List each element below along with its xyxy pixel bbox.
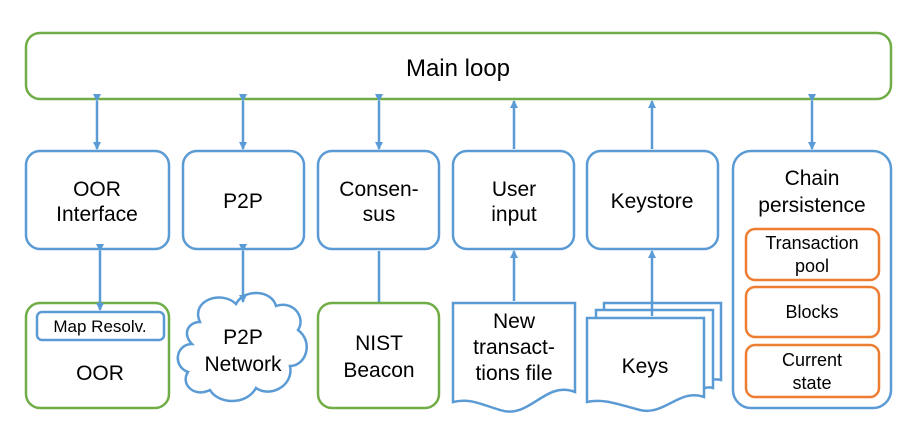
oor-interface-label-line-2: Interface xyxy=(56,203,138,226)
current-state-box xyxy=(744,343,881,399)
main-loop-box xyxy=(24,31,893,101)
cloud-shape xyxy=(176,291,308,403)
map-resolver-box xyxy=(35,310,166,342)
nist-beacon-label-line-2: Beacon xyxy=(343,359,414,382)
keys-label: Keys xyxy=(622,355,669,378)
module-user-input: User input xyxy=(451,149,576,251)
current-state-label-line-1: Current xyxy=(782,350,842,370)
nist-beacon-label-line-1: NIST xyxy=(355,332,403,355)
map-resolver-label: Map Resolv. xyxy=(53,317,146,336)
external-oor: Map Resolv. OOR xyxy=(24,301,171,410)
transactions-file-label-line-1: New xyxy=(493,310,536,333)
consensus-label-line-2: sus xyxy=(363,203,396,226)
p2p-network-label-line-2: Network xyxy=(204,353,282,376)
blocks-box xyxy=(744,285,881,339)
keystore-label: Keystore xyxy=(611,190,694,213)
chain-persistence-label-line-1: Chain xyxy=(785,167,840,190)
module-keystore: Keystore xyxy=(585,149,720,251)
module-consensus: Consen- sus xyxy=(316,149,441,251)
transaction-pool-label-line-1: Transaction xyxy=(765,233,858,253)
oor-label: OOR xyxy=(76,362,124,385)
document-front xyxy=(585,316,706,413)
transactions-file-label-line-2: transact- xyxy=(473,336,555,359)
consensus-label-line-1: Consen- xyxy=(339,178,418,201)
transactions-file-label-line-3: tions file xyxy=(475,362,552,385)
transaction-pool-label-line-2: pool xyxy=(795,256,829,276)
chain-persistence-label-line-2: persistence xyxy=(758,194,865,217)
p2p-label: P2P xyxy=(223,190,263,213)
external-transactions-file: New transact- tions file xyxy=(451,301,577,413)
external-keys: Keys xyxy=(585,301,723,413)
user-input-label-line-2: input xyxy=(491,203,537,226)
user-input-label-line-1: User xyxy=(492,178,536,201)
module-chain-persistence: Chain persistence Transaction pool Block… xyxy=(731,149,893,410)
transaction-pool-box xyxy=(744,227,881,282)
blocks-label: Blocks xyxy=(785,302,838,322)
oor-interface-label-line-1: OOR xyxy=(73,178,121,201)
p2p-network-label-line-1: P2P xyxy=(223,326,263,349)
module-oor-interface: OOR Interface xyxy=(24,149,171,251)
module-p2p: P2P xyxy=(181,149,306,251)
external-p2p-network: P2P Network xyxy=(176,291,308,403)
document-shape xyxy=(451,301,577,413)
main-loop-label: Main loop xyxy=(406,55,510,82)
current-state-label-line-2: state xyxy=(792,373,831,393)
external-nist-beacon: NIST Beacon xyxy=(316,301,441,410)
